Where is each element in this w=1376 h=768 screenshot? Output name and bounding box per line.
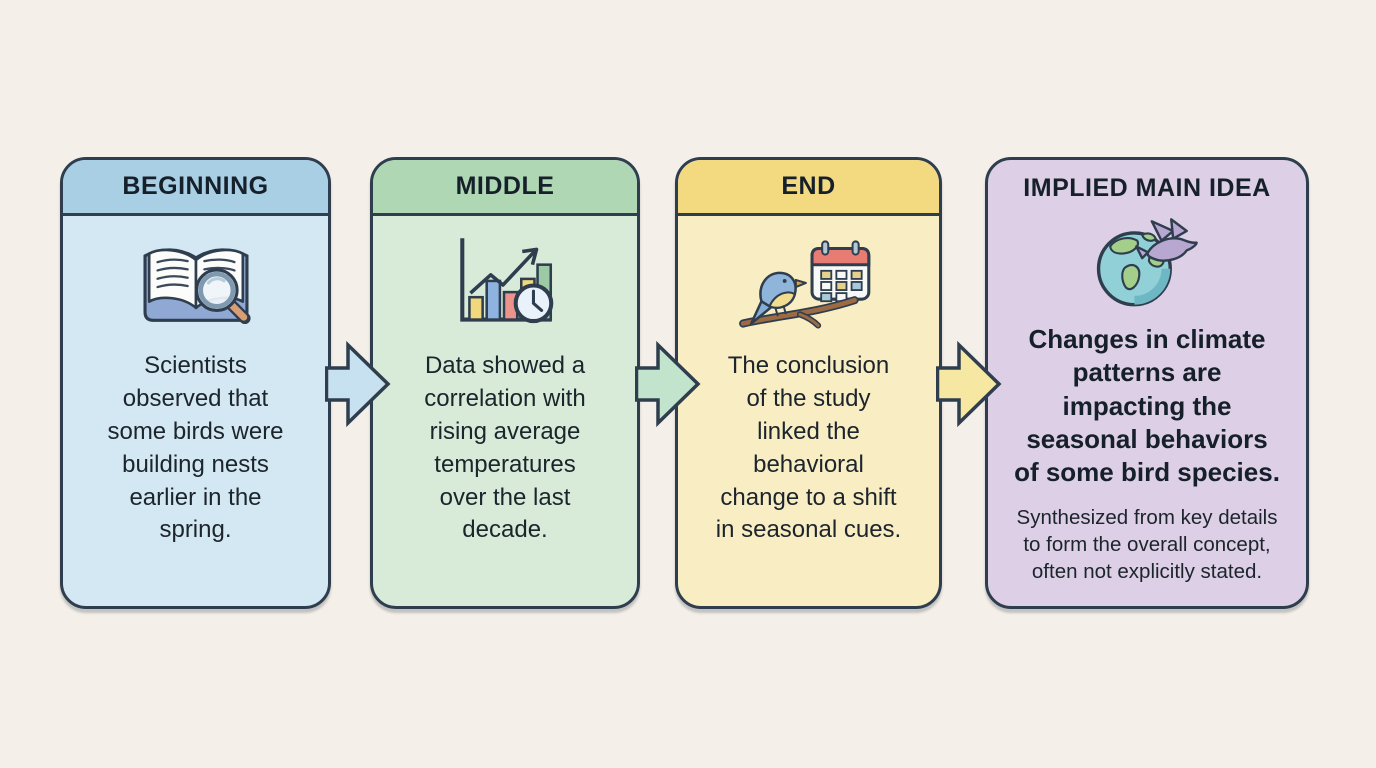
card-end-title: END (781, 172, 836, 200)
card-beginning-text: Scientists observed that some birds were… (107, 352, 284, 544)
card-middle-body: Data showed a correlation with rising av… (373, 216, 637, 606)
card-middle-title: MIDDLE (455, 172, 555, 200)
bird-calendar-icon (733, 232, 885, 338)
book-magnifier-icon (127, 232, 265, 338)
card-end-header: END (678, 160, 939, 216)
card-implied-main-idea-body: IMPLIED MAIN IDEA (988, 160, 1306, 606)
card-end-body: The conclusion of the study linked the b… (678, 216, 939, 606)
arrow-end-to-main-idea (936, 340, 1002, 428)
arrow-beginning-to-middle (325, 340, 391, 428)
card-middle: MIDDLE Dat (370, 157, 640, 609)
card-beginning-header: BEGINNING (63, 160, 328, 216)
card-implied-main-idea: IMPLIED MAIN IDEA (985, 157, 1309, 609)
card-middle-header: MIDDLE (373, 160, 637, 216)
arrow-middle-to-end (635, 340, 701, 428)
card-implied-main-idea-title: IMPLIED MAIN IDEA (1023, 174, 1271, 202)
card-beginning: BEGINNING (60, 157, 331, 609)
bar-chart-clock-icon (444, 232, 566, 338)
globe-dove-icon (1084, 209, 1210, 315)
main-idea-note: Synthesized from key details to form the… (1016, 506, 1278, 583)
card-middle-text: Data showed a correlation with rising av… (424, 352, 586, 544)
card-beginning-body: Scientists observed that some birds were… (63, 216, 328, 606)
card-end-text: The conclusion of the study linked the b… (715, 352, 902, 544)
card-end: END (675, 157, 942, 609)
card-beginning-title: BEGINNING (122, 172, 269, 200)
main-idea-text: Changes in climate patterns are impactin… (1014, 324, 1280, 488)
